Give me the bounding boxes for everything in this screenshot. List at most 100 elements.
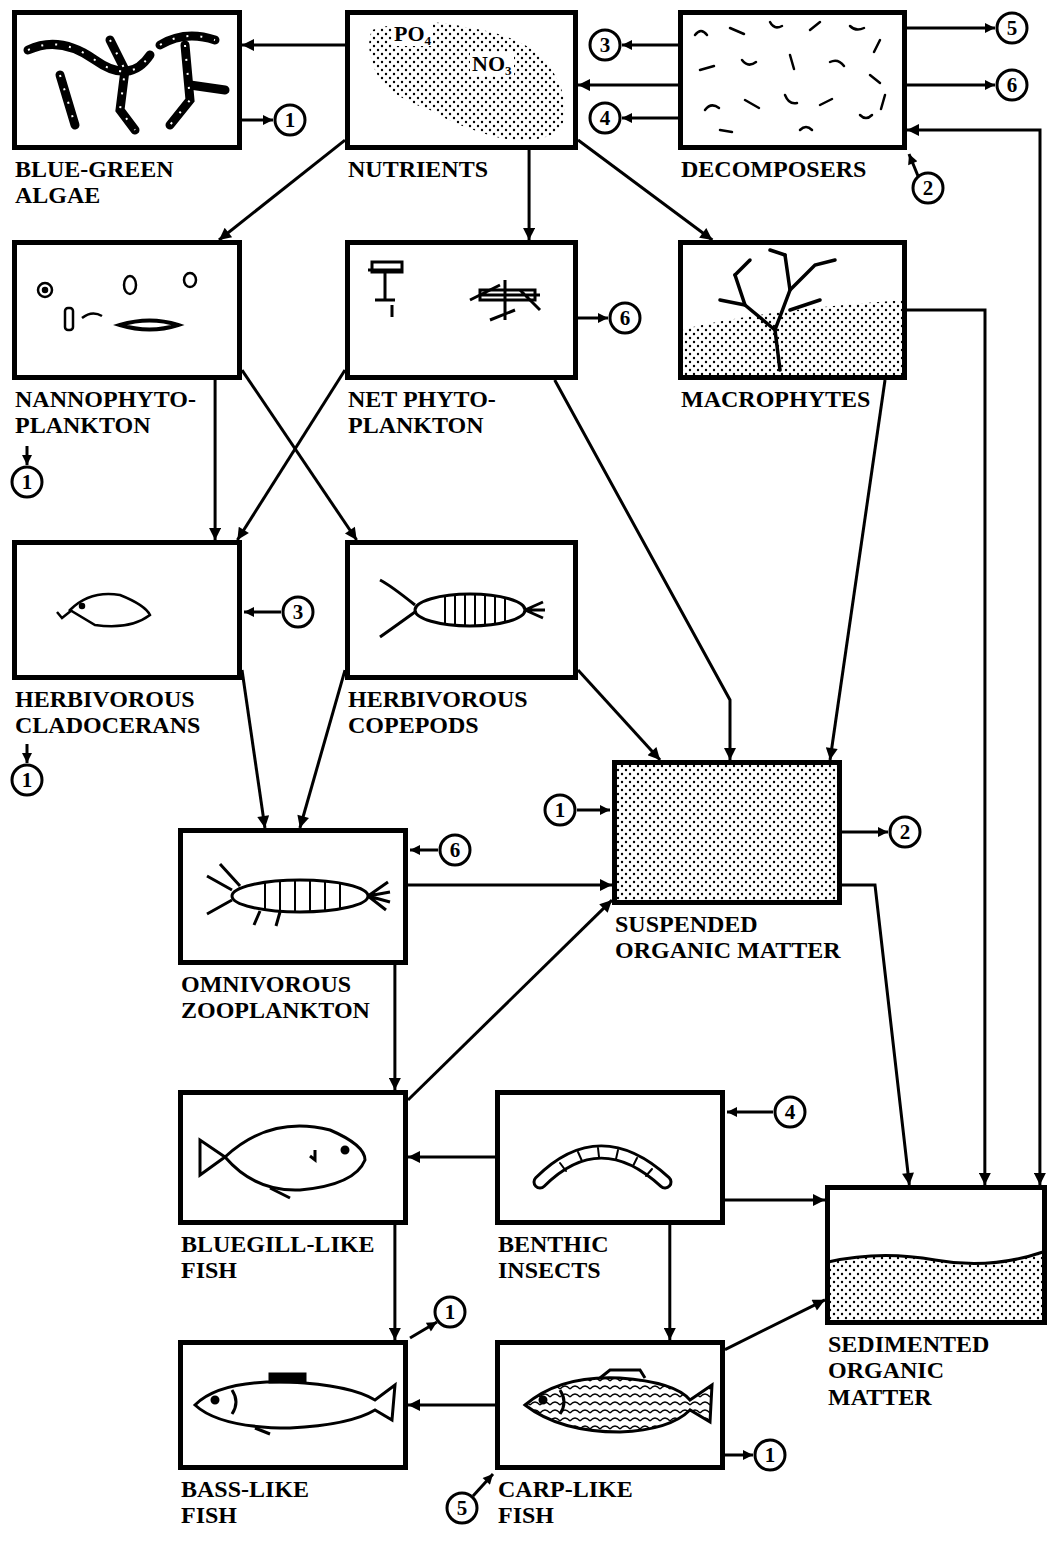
nannophytoplankton-cells <box>120 321 178 330</box>
carp-figure <box>525 1370 712 1432</box>
compartment-label: HERBIVOROUS CLADOCERANS <box>15 686 245 739</box>
net-phytoplankton-chains <box>480 290 535 300</box>
compartment-box: NUTRIENTS <box>345 10 578 150</box>
algae-cell-walls <box>28 36 215 130</box>
nutrient-symbol: PO₄ <box>392 22 433 46</box>
decomposer-bacteria <box>850 26 864 30</box>
bluegill-figure <box>342 1147 348 1153</box>
flow-arrow <box>393 1225 396 1340</box>
nutrient-cloud <box>369 22 565 140</box>
compartment-label: SUSPENDED ORGANIC MATTER <box>615 911 855 964</box>
callout-number: 5 <box>997 14 1027 42</box>
nannophytoplankton-cells <box>124 276 136 294</box>
decomposer-bacteria <box>695 22 885 132</box>
compartment-label: BLUE-GREEN ALGAE <box>15 156 235 209</box>
callout-number: 2 <box>913 174 943 202</box>
nannophytoplankton-cells <box>43 288 47 292</box>
callout-circle <box>447 1493 477 1523</box>
benthic-larva <box>540 1152 665 1182</box>
flow-arrow <box>830 380 885 760</box>
callout-number: 4 <box>775 1098 805 1126</box>
decomposer-bacteria <box>700 66 714 70</box>
zooplankton-figure <box>232 880 368 912</box>
carp-figure <box>540 1397 546 1403</box>
bass-figure <box>255 1428 270 1434</box>
decomposer-bacteria <box>860 115 872 118</box>
callout-arrow <box>473 1474 493 1496</box>
compartment-label: CARP-LIKE FISH <box>498 1476 668 1529</box>
flow-arrow <box>578 670 660 760</box>
callout-arrow <box>725 1454 753 1457</box>
callout-number: 1 <box>275 106 305 134</box>
flow-arrow <box>725 1198 825 1201</box>
callout-number: 6 <box>610 304 640 332</box>
compartment-label: NANNOPHYTO- PLANKTON <box>15 386 235 439</box>
callout-arrow <box>622 44 678 47</box>
flow-arrow <box>214 380 217 540</box>
macrophyte-plant <box>790 260 835 290</box>
flow-arrow <box>408 1404 495 1407</box>
nannophytoplankton-cells <box>38 273 196 330</box>
copepod-figure <box>445 594 505 626</box>
callout-circle <box>610 303 640 333</box>
callout-arrow <box>26 744 29 763</box>
callout-circle <box>997 13 1027 43</box>
algae-cell-walls <box>160 36 215 45</box>
nannophytoplankton-cells <box>82 313 102 318</box>
carp-figure <box>600 1370 645 1378</box>
decomposer-bacteria <box>820 99 832 105</box>
callout-circle <box>12 13 1027 1523</box>
algae-filaments <box>28 44 150 71</box>
macrophyte-plant <box>720 250 835 370</box>
flow-arrow <box>842 885 909 1185</box>
callout-arrow <box>907 27 995 30</box>
flow-arrow <box>237 370 345 540</box>
algae-cell-walls <box>170 45 190 125</box>
callout-arrow <box>842 831 888 834</box>
flow-arrow <box>393 965 396 1090</box>
flow-arrow <box>408 883 612 886</box>
bass-figure <box>195 1374 395 1434</box>
copepod-figure <box>525 602 545 618</box>
callout-arrow <box>622 117 678 120</box>
flow-arrow <box>907 310 985 1185</box>
callout-circle <box>590 30 620 60</box>
flow-arrow <box>408 1155 495 1158</box>
compartment-label: SEDIMENTED ORGANIC MATTER <box>828 1331 1028 1410</box>
decomposer-bacteria <box>870 75 880 83</box>
bluegill-figure <box>270 1188 290 1198</box>
compartment-box: OMNIVOROUS ZOOPLANKTON <box>178 828 408 965</box>
macrophyte-plant <box>775 255 790 370</box>
compartment-box: DECOMPOSERS <box>678 10 907 150</box>
bass-figure <box>270 1374 305 1382</box>
callout-arrow <box>410 849 438 852</box>
callout-number: 5 <box>447 1494 477 1522</box>
bluegill-figure <box>310 1150 315 1160</box>
copepod-figure <box>380 580 415 637</box>
compartment-label: NUTRIENTS <box>348 156 578 182</box>
macrophyte-plant <box>790 300 820 310</box>
callout-circle <box>890 817 920 847</box>
flow-arrow <box>219 140 345 240</box>
compartment-box: NET PHYTO- PLANKTON <box>345 240 578 380</box>
callout-circle <box>590 103 620 133</box>
zooplankton-figure <box>368 882 390 910</box>
bluegill-figure <box>200 1140 225 1175</box>
carp-figure <box>560 1390 564 1414</box>
compartment-box: NANNOPHYTO- PLANKTON <box>12 240 242 380</box>
bass-figure <box>212 1397 218 1403</box>
callout-number: 4 <box>590 104 620 132</box>
nannophytoplankton-cells <box>65 308 73 330</box>
callout-circle <box>775 1097 805 1127</box>
compartment-label: OMNIVOROUS ZOOPLANKTON <box>181 971 411 1024</box>
net-phytoplankton-chains <box>368 270 403 317</box>
decomposer-bacteria <box>705 105 719 110</box>
compartment-label: DECOMPOSERS <box>681 156 911 182</box>
benthic-larva <box>560 1148 652 1176</box>
callout-number: 1 <box>755 1441 785 1469</box>
callout-circle <box>913 173 943 203</box>
callout-circle <box>440 835 470 865</box>
decomposer-bacteria <box>790 55 794 69</box>
